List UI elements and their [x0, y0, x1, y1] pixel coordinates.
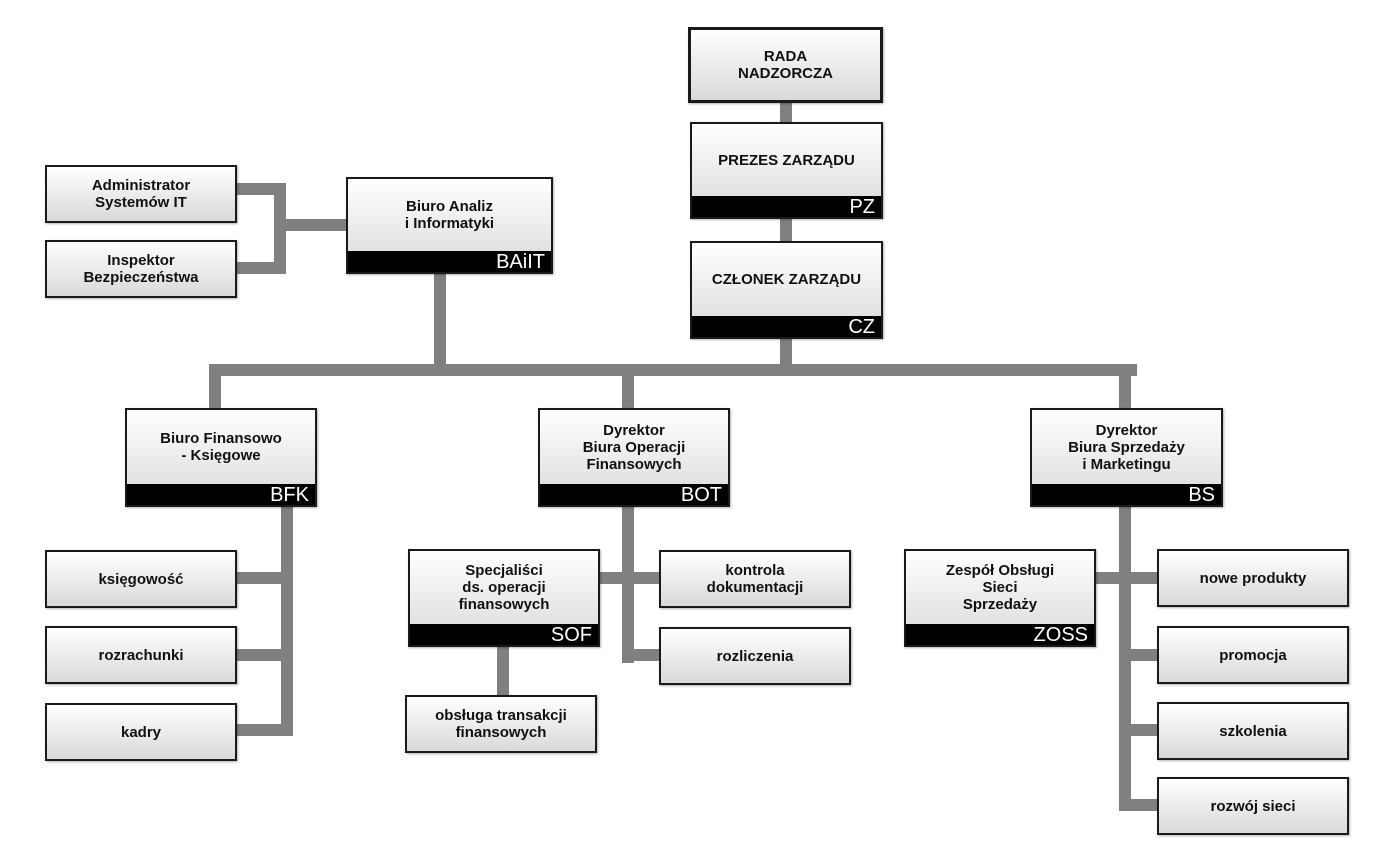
node-title: szkolenia: [1219, 722, 1287, 740]
connector: [235, 649, 293, 661]
node-code: ZOSS: [906, 624, 1094, 646]
node-code: CZ: [692, 316, 881, 338]
node-title: kontrola dokumentacji: [706, 562, 804, 596]
connector: [209, 364, 221, 410]
connector: [622, 364, 634, 410]
connector: [497, 644, 509, 697]
node-administrator: Administrator Systemów IT: [45, 165, 237, 223]
connector: [209, 364, 1137, 376]
node-title: rozliczenia: [716, 647, 794, 665]
node-title: obsługa transakcji finansowych: [435, 707, 567, 741]
node-prezes-zarzadu: PREZES ZARZĄDU PZ: [690, 122, 883, 219]
node-title: rozwój sieci: [1210, 797, 1296, 815]
node-title: Biuro Analiz i Informatyki: [404, 198, 495, 232]
connector: [235, 724, 293, 736]
node-czlonek-zarzadu: CZŁONEK ZARZĄDU CZ: [690, 241, 883, 339]
node-title: rozrachunki: [98, 646, 184, 664]
node-title: księgowość: [98, 570, 184, 588]
node-title: Specjaliści ds. operacji finansowych: [458, 562, 550, 613]
node-nowe-produkty: nowe produkty: [1157, 549, 1349, 607]
node-title: CZŁONEK ZARZĄDU: [711, 271, 862, 288]
connector: [1093, 572, 1159, 584]
connector: [1119, 649, 1159, 661]
node-title: RADA NADZORCZA: [738, 48, 833, 82]
node-szkolenia: szkolenia: [1157, 702, 1349, 760]
node-code: BFK: [127, 484, 315, 506]
node-rozrachunki: rozrachunki: [45, 626, 237, 684]
connector: [434, 270, 446, 370]
connector: [1119, 364, 1131, 410]
node-title: nowe produkty: [1199, 569, 1307, 587]
connector: [274, 219, 348, 231]
node-title: promocja: [1219, 646, 1287, 664]
node-title: Inspektor Bezpieczeństwa: [83, 252, 199, 286]
connector: [1119, 724, 1159, 736]
node-title: PREZES ZARZĄDU: [718, 151, 855, 169]
node-rada-nadzorcza: RADA NADZORCZA: [688, 27, 883, 103]
connector: [597, 572, 661, 584]
node-rozwoj-sieci: rozwój sieci: [1157, 777, 1349, 835]
node-inspektor: Inspektor Bezpieczeństwa: [45, 240, 237, 298]
node-title: Administrator Systemów IT: [91, 177, 191, 211]
connector: [1119, 799, 1159, 811]
node-code: BAiIT: [348, 251, 551, 273]
node-ksiegowosc: księgowość: [45, 550, 237, 608]
connector: [622, 649, 661, 661]
connector: [235, 572, 293, 584]
node-title: Zespół Obsługi Sieci Sprzedaży: [945, 562, 1055, 613]
node-promocja: promocja: [1157, 626, 1349, 684]
node-rozliczenia: rozliczenia: [659, 627, 851, 685]
node-code: BOT: [540, 484, 728, 506]
node-kadry: kadry: [45, 703, 237, 761]
node-code: BS: [1032, 484, 1221, 506]
connector: [281, 504, 293, 736]
connector: [235, 262, 286, 274]
node-title: Dyrektor Biura Operacji Finansowych: [582, 421, 686, 473]
node-title: Biuro Finansowo - Księgowe: [160, 430, 282, 464]
node-title: kadry: [120, 723, 162, 741]
node-title: Dyrektor Biura Sprzedaży i Marketingu: [1068, 421, 1185, 473]
node-kontrola: kontrola dokumentacji: [659, 550, 851, 608]
connector: [235, 183, 286, 195]
node-code: SOF: [410, 624, 598, 646]
node-obsluga: obsługa transakcji finansowych: [405, 695, 597, 753]
node-code: PZ: [692, 196, 881, 218]
